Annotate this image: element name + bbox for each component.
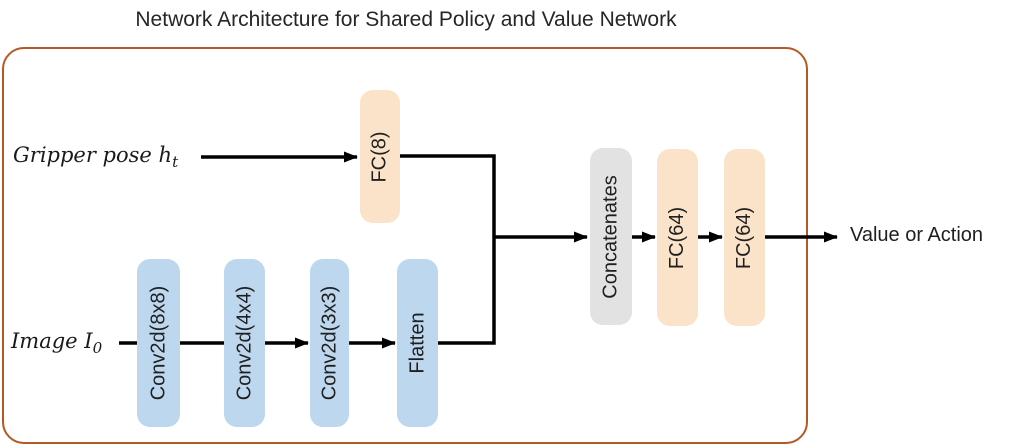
network-outer-box (2, 47, 808, 444)
block-conv2d-8x8-label: Conv2d(8x8) (147, 285, 170, 401)
block-flatten-label: Flatten (406, 312, 429, 374)
gripper-pose-label: Gripper pose ht (13, 143, 178, 170)
block-fc64-first-label: FC(64) (666, 206, 689, 269)
block-conv2d-3x3: Conv2d(3x3) (310, 259, 349, 427)
block-fc8: FC(8) (360, 90, 400, 223)
block-fc8-label: FC(8) (369, 130, 392, 183)
diagram-title: Network Architecture for Shared Policy a… (135, 8, 677, 31)
block-fc64-second-label: FC(64) (733, 206, 756, 269)
image-input-label: Image I0 (11, 329, 102, 356)
block-fc64-first: FC(64) (657, 149, 698, 326)
block-conv2d-3x3-label: Conv2d(3x3) (318, 285, 341, 401)
gripper-pose-text: Gripper pose h (13, 143, 173, 167)
value-or-action-label: Value or Action (850, 224, 984, 246)
gripper-pose-subscript: t (172, 153, 179, 172)
block-concatenates-label: Concatenates (600, 174, 623, 299)
block-conv2d-8x8: Conv2d(8x8) (137, 259, 180, 427)
image-input-text: Image I (11, 329, 93, 353)
block-conv2d-4x4: Conv2d(4x4) (224, 259, 265, 427)
image-input-subscript: 0 (92, 339, 103, 358)
block-conv2d-4x4-label: Conv2d(4x4) (233, 285, 256, 401)
block-fc64-second: FC(64) (724, 149, 765, 326)
block-concatenates: Concatenates (590, 148, 632, 325)
block-flatten: Flatten (397, 259, 438, 427)
